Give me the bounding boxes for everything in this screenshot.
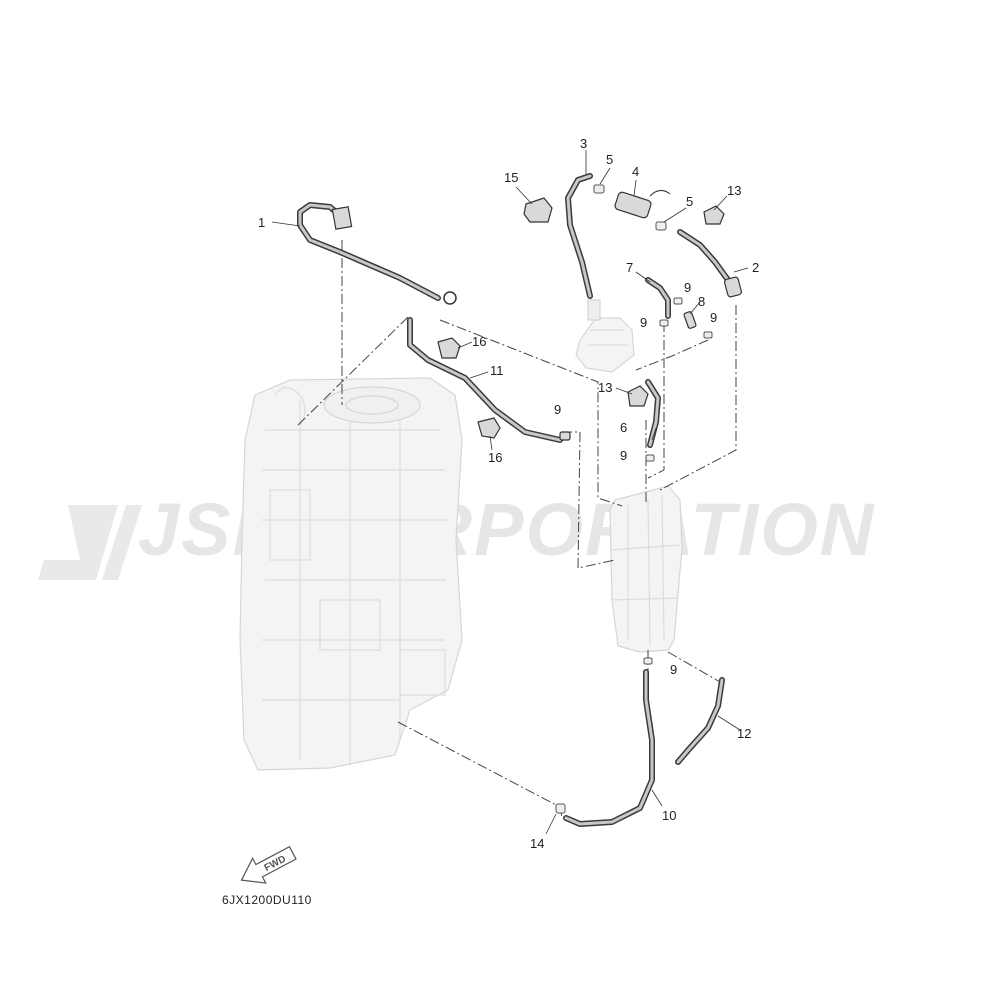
- clamp-13-upper: [703, 205, 725, 225]
- hose-2: [677, 229, 743, 298]
- vapor-separator-ghost: [609, 485, 683, 653]
- callout-5a: 5: [606, 152, 613, 167]
- hose-12: [675, 677, 725, 765]
- joint-14: [555, 803, 566, 814]
- clamp-13-lower: [627, 385, 649, 407]
- leader-lines: [271, 150, 749, 835]
- callout-13a: 13: [727, 183, 741, 198]
- clip-9-mid: [645, 454, 655, 462]
- callout-9f: 9: [670, 662, 677, 677]
- hose-1: [297, 202, 457, 305]
- clip-9-lower: [643, 657, 653, 665]
- fitting-8: [683, 311, 697, 329]
- clip-5-right: [655, 221, 667, 231]
- callouts: 1 2 3 4 5 5 6 7 8 9 9 9 9 9 9 10 11 12 1…: [258, 136, 759, 851]
- engine-block-ghost: [239, 377, 463, 771]
- callout-6: 6: [620, 420, 627, 435]
- callout-11: 11: [490, 363, 504, 378]
- hose-3: [565, 173, 593, 299]
- callout-14: 14: [530, 836, 544, 851]
- fuel-filter-4: [614, 190, 671, 219]
- clamp-16-upper: [437, 337, 461, 359]
- fwd-arrow-icon: [240, 845, 297, 884]
- filter-housing-ghost: [575, 299, 635, 373]
- callout-16a: 16: [472, 334, 486, 349]
- callout-9d: 9: [620, 448, 627, 463]
- callout-5b: 5: [686, 194, 693, 209]
- callout-2: 2: [752, 260, 759, 275]
- callout-3: 3: [580, 136, 587, 151]
- callout-13b: 13: [598, 380, 612, 395]
- hose-11: [407, 317, 571, 443]
- guide-lines: [297, 240, 737, 819]
- callout-9c: 9: [710, 310, 717, 325]
- callout-7: 7: [626, 260, 633, 275]
- callout-12: 12: [737, 726, 751, 741]
- hose-10: [563, 669, 655, 827]
- fwd-arrow: FWD: [240, 845, 297, 884]
- callout-4: 4: [632, 164, 639, 179]
- hose-6: [645, 379, 661, 448]
- clips-9-upper: [659, 297, 713, 339]
- callout-1: 1: [258, 215, 265, 230]
- callout-9e: 9: [554, 402, 561, 417]
- clip-5-left: [593, 184, 605, 194]
- callout-10: 10: [662, 808, 676, 823]
- callout-9b: 9: [640, 315, 647, 330]
- pipe-7: [645, 277, 671, 319]
- clamp-16-lower: [477, 417, 501, 439]
- watermark-logo: [38, 505, 142, 580]
- callout-16b: 16: [488, 450, 502, 465]
- callout-8: 8: [698, 294, 705, 309]
- diagram-code: 6JX1200DU110: [222, 893, 312, 907]
- clamp-15: [523, 197, 553, 223]
- callout-15: 15: [504, 170, 518, 185]
- callout-9a: 9: [684, 280, 691, 295]
- fwd-label: FWD: [263, 854, 288, 874]
